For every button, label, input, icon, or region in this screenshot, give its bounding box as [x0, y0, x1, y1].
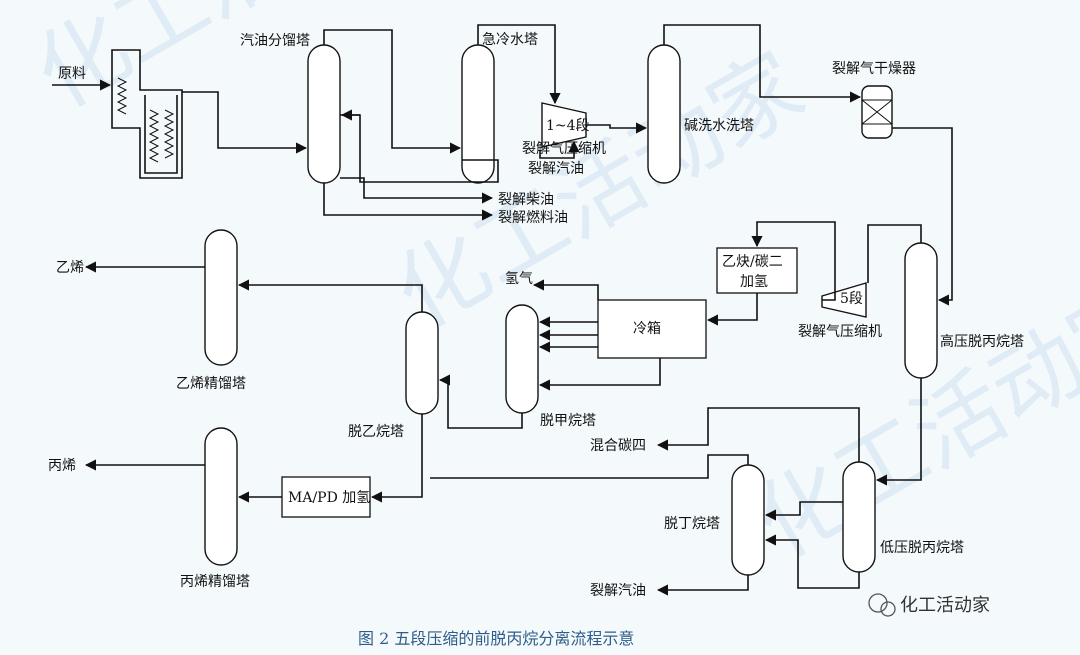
cracking-furnace: [111, 49, 183, 179]
watermark-badge: 化工活动家: [868, 593, 990, 617]
stage-5-label: 5段: [840, 291, 863, 307]
wechat-icon: [868, 593, 888, 613]
hydrogen-label: 氢气: [505, 271, 533, 287]
watermark-label: 化工活动家: [900, 595, 990, 616]
lp-depropanizer-tower: [842, 461, 876, 573]
lower-process-lines: [84, 378, 922, 596]
ethylene-rectifier-tower: [204, 229, 238, 366]
mapd-hydrogenation-box: [281, 476, 371, 518]
compressor-stage-1-4: [541, 102, 587, 148]
lp-depropanizer-label: 低压脱丙烷塔: [880, 540, 964, 556]
debutanizer-label: 脱丁烷塔: [664, 516, 720, 532]
cracked-gasoline-1-label: 裂解汽油: [528, 161, 584, 177]
cracked-gas-dryer-label: 裂解气干燥器: [832, 61, 916, 77]
demethanizer-tower: [505, 304, 539, 414]
hp-depropanizer-label: 高压脱丙烷塔: [940, 333, 1024, 350]
caustic-wash-tower: [647, 44, 681, 184]
cracked-diesel-label: 裂解柴油: [498, 192, 554, 208]
gasoline-fractionator-tower: [307, 44, 341, 184]
cold-box-label: 冷箱: [633, 321, 661, 337]
cold-box: [597, 299, 707, 359]
cracked-gas-dryer: [861, 85, 893, 139]
ethylene-product-label: 乙烯: [56, 260, 84, 276]
deethanizer-label: 脱乙烷塔: [348, 424, 404, 440]
figure-caption: 图 2 五段压缩的前脱丙烷分离流程示意: [358, 629, 634, 648]
propylene-rectifier-label: 丙烯精馏塔: [180, 574, 250, 590]
propylene-product-label: 丙烯: [48, 458, 76, 474]
compressor-stage-5: [821, 282, 867, 318]
cracked-gasoline-2-label: 裂解汽油: [590, 583, 646, 599]
cracked-fuel-oil-label: 裂解燃料油: [498, 209, 568, 226]
quench-tower-label: 急冷水塔: [482, 32, 538, 48]
acetylene-hydrogenation-label: 乙炔/碳二: [722, 254, 783, 270]
ethylene-rectifier-label: 乙烯精馏塔: [176, 376, 246, 392]
gasoline-fractionator-label: 汽油分馏塔: [240, 33, 310, 49]
demethanizer-label: 脱甲烷塔: [540, 413, 596, 429]
deethanizer-tower: [405, 311, 439, 415]
middle-process-lines: [84, 221, 922, 429]
upper-process-lines: [182, 24, 953, 306]
stage-1-4-label: 1~4段: [546, 118, 590, 134]
mixed-c4-label: 混合碳四: [590, 438, 646, 454]
quench-water-tower: [461, 44, 495, 184]
feed-label: 原料: [58, 66, 86, 82]
svg-text:化工活动家: 化工活动家: [19, 0, 461, 129]
cracked-gas-compressor-2-label: 裂解气压缩机: [798, 324, 882, 340]
mapd-hydrogenation-label: MA/PD 加氢: [288, 490, 370, 506]
propylene-rectifier-tower: [204, 427, 238, 566]
acetylene-hydrogenation-box: [716, 247, 798, 294]
caustic-wash-tower-label: 碱洗水洗塔: [684, 118, 754, 134]
cracked-gas-compressor-1-label: 裂解气压缩机: [522, 141, 606, 157]
hp-depropanizer-tower: [904, 242, 938, 379]
acetylene-hydrogenation-label-2: 加氢: [740, 274, 768, 290]
debutanizer-tower: [731, 464, 765, 576]
